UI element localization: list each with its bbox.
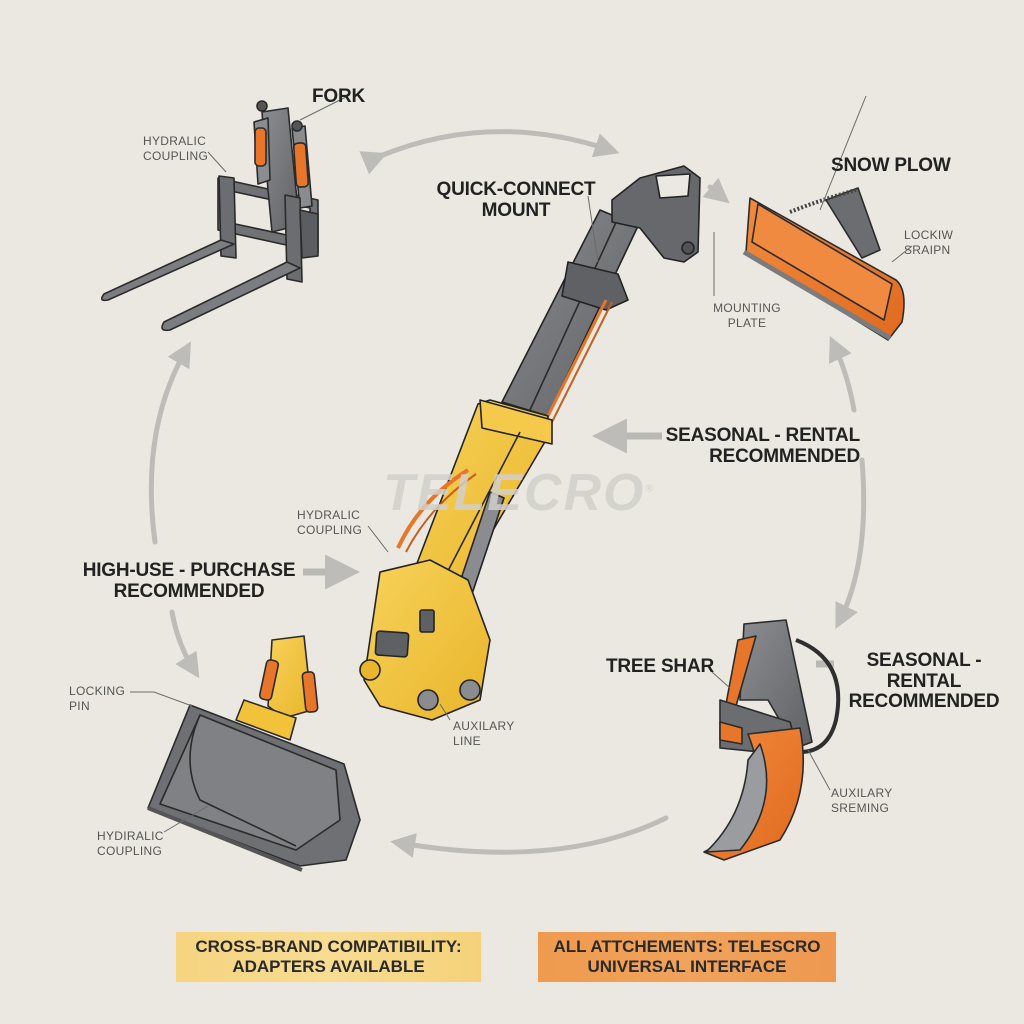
callout-lines (130, 95, 913, 833)
leader-bucket-coupling (163, 805, 209, 833)
callout-line-2: SRAIPN (904, 243, 951, 257)
callout-line-2: COUPLING (97, 844, 163, 858)
arrow-up-to-fork (148, 341, 191, 545)
snow-plow-illustration (742, 187, 905, 341)
watermark-text: TELECRO (383, 464, 646, 522)
leader-arm-coupling (367, 525, 389, 553)
purchase-recommendation-left: HIGH-USE - PURCHASE RECOMMENDED (82, 560, 296, 602)
banner-line-2: ADAPTERS AVAILABLE (232, 957, 425, 976)
rental-recommendation-right: SEASONAL - RENTAL RECOMMENDED (664, 425, 861, 467)
callout-line-1: AUXILARY (831, 786, 893, 800)
snow-plow-title: SNOW PLOW (831, 155, 951, 176)
banner-line-1: ALL ATTCHEMENTS: TELESCRO (553, 937, 821, 957)
universal-interface-banner: ALL ATTCHEMENTS: TELESCRO UNIVERSAL INTE… (538, 932, 836, 982)
bucket-locking-pin-callout: LOCKING PIN (69, 684, 125, 714)
leader-quick-connect (587, 195, 599, 263)
leader-locking-pin-plow (891, 245, 913, 263)
registered-mark: ® (645, 483, 655, 495)
bucket-coupling-callout: HYDIRALIC COUPLING (97, 829, 164, 859)
leader-aux-shear (807, 749, 831, 791)
callout-line-2: LINE (453, 734, 481, 748)
pointer-arrows (303, 418, 834, 668)
banner-line-2: UNIVERSAL INTERFACE (587, 957, 787, 976)
bucket-illustration (147, 635, 361, 872)
callout-line-1: HYDRALIC (297, 508, 361, 522)
label-line-1: QUICK-CONNECT (436, 179, 596, 200)
callout-line-2: SREMING (831, 801, 890, 815)
callout-line-2: PLATE (727, 316, 767, 330)
quick-connect-label: QUICK-CONNECT MOUNT (430, 179, 602, 221)
callout-line-2: COUPLING (297, 523, 363, 537)
callout-line-1: LOCKING (69, 684, 126, 698)
leader-fork-coupling (207, 151, 227, 173)
rec-line-1: SEASONAL - RENTAL (866, 650, 982, 692)
arrow-fork-to-mount (359, 129, 620, 175)
callout-line-1: LOCKIW (904, 228, 954, 242)
callout-line-1: MOUNTING (713, 301, 781, 315)
rec-line-2: RECOMMENDED (848, 691, 1000, 713)
mounting-plate-callout: MOUNTING PLATE (700, 301, 794, 331)
rec-line-1: SEASONAL - RENTAL (665, 425, 861, 446)
leader-locking-pin-bucket (130, 691, 193, 707)
leader-fork-title (299, 95, 349, 121)
rec-line-1: HIGH-USE - PURCHASE (82, 560, 296, 581)
plow-locking-pin-callout: LOCKIW SRAIPN (904, 228, 953, 258)
tree-shear-title: TREE SHAR (606, 656, 714, 677)
fork-illustration (100, 100, 319, 332)
arrow-down-to-shear (835, 457, 867, 629)
callout-line-2: PIN (69, 699, 90, 713)
arrow-shear-to-bucket (390, 815, 669, 858)
fork-title: FORK (312, 86, 366, 107)
label-line-2: MOUNT (481, 199, 551, 221)
leader-tree-shear (711, 671, 731, 689)
brand-watermark: TELECRO® (383, 463, 655, 523)
arrow-down-to-bucket (169, 609, 200, 679)
rec-line-2: RECOMMENDED (709, 445, 860, 467)
callout-line-2: COUPLING (143, 149, 209, 163)
callout-line-1: HYDRALIC (143, 134, 207, 148)
arrow-up-to-plow (829, 335, 857, 413)
rec-line-2: RECOMMENDED (113, 580, 265, 602)
arm-coupling-callout: HYDRALIC COUPLING (297, 508, 362, 538)
telescopic-arm-illustration (359, 165, 701, 721)
shear-auxiliary-callout: AUXILARY SREMING (831, 786, 893, 816)
flow-arrows (148, 129, 867, 858)
leader-aux-line (439, 703, 451, 721)
leader-snow-plow (819, 95, 867, 211)
compatibility-banner: CROSS-BRAND COMPATIBILITY: ADAPTERS AVAI… (176, 932, 481, 982)
tree-shear-illustration (703, 619, 841, 861)
banner-line-1: CROSS-BRAND COMPATIBILITY: (195, 937, 462, 957)
rental-recommendation-shear: SEASONAL - RENTAL RECOMMENDED (832, 650, 1016, 713)
fork-coupling-callout: HYDRALIC COUPLING (143, 134, 208, 164)
callout-line-1: AUXILARY (453, 719, 515, 733)
arrow-mount-to-plow (702, 177, 730, 204)
arm-auxiliary-callout: AUXILARY LINE (453, 719, 515, 749)
callout-line-1: HYDIRALIC (97, 829, 164, 843)
